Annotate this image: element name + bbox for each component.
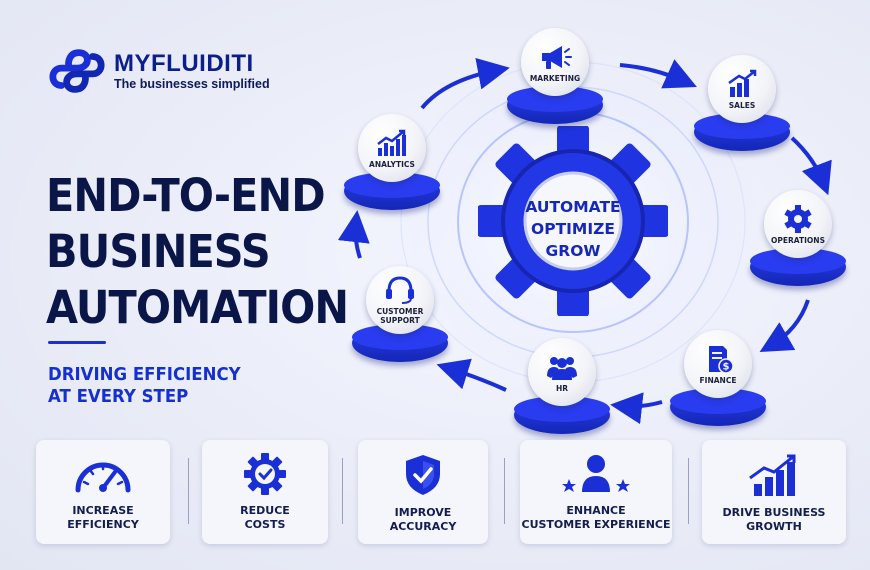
gear-icon xyxy=(477,125,669,317)
gear-check-icon xyxy=(244,453,286,495)
benefit-label-line: CUSTOMER EXPERIENCE xyxy=(521,518,671,531)
node-label-line: CUSTOMER xyxy=(376,307,424,316)
benefit-label: IMPROVE ACCURACY xyxy=(390,506,457,534)
node-label: SALES xyxy=(728,100,756,110)
node-label: OPERATIONS xyxy=(771,235,825,245)
cycle-node-analytics: ANALYTICS xyxy=(342,114,442,214)
benefit-label-line: COSTS xyxy=(244,518,286,531)
benefit-card-costs: REDUCE COSTS xyxy=(202,440,328,544)
cycle-node-operations: OPERATIONS xyxy=(748,190,848,290)
infinity-logo-icon xyxy=(49,49,105,93)
node-label-line: SUPPORT xyxy=(380,316,420,325)
user-stars-icon xyxy=(562,455,630,492)
node-label: MARKETING xyxy=(529,73,581,83)
subtitle: DRIVING EFFICIENCY AT EVERY STEP xyxy=(48,364,257,408)
cycle-node-finance: $ FINANCE xyxy=(668,330,768,430)
cycle-node-customer-support: CUSTOMER SUPPORT xyxy=(350,266,450,366)
title-line: AUTOMATION xyxy=(46,281,349,334)
bar-chart-icon xyxy=(728,69,757,97)
node-label: FINANCE xyxy=(699,375,737,385)
svg-text:$: $ xyxy=(723,361,730,372)
benefit-label-line: EFFICIENCY xyxy=(67,518,139,531)
title-line: END-TO-END xyxy=(46,169,326,222)
analytics-chart-icon xyxy=(377,129,406,156)
benefit-label: INCREASE EFFICIENCY xyxy=(67,504,139,532)
divider xyxy=(342,458,343,524)
benefit-label: REDUCE COSTS xyxy=(240,504,290,532)
hub-line: GROW xyxy=(545,242,601,260)
node-label: CUSTOMER SUPPORT xyxy=(377,307,424,325)
benefit-card-growth: DRIVE BUSINESS GROWTH xyxy=(702,440,846,544)
hub-label: AUTOMATE OPTIMIZE GROW xyxy=(478,196,668,262)
cycle-node-hr: HR xyxy=(512,338,612,438)
brand-tagline: The businesses simplified xyxy=(114,77,270,91)
hub-line: OPTIMIZE xyxy=(531,220,615,238)
benefit-label-line: ACCURACY xyxy=(389,520,457,533)
benefit-card-customer-experience: ENHANCE CUSTOMER EXPERIENCE xyxy=(520,440,672,544)
benefit-label: ENHANCE CUSTOMER EXPERIENCE xyxy=(522,504,671,532)
brand-name: MYFLUIDITI xyxy=(114,50,254,77)
subtitle-line: AT EVERY STEP xyxy=(48,386,189,407)
node-label: HR xyxy=(555,383,569,393)
subtitle-line: DRIVING EFFICIENCY xyxy=(48,364,241,385)
shield-check-icon xyxy=(406,455,440,495)
automation-cycle-diagram: AUTOMATE OPTIMIZE GROW MARKETING xyxy=(330,0,870,434)
megaphone-icon xyxy=(542,45,572,69)
invoice-dollar-icon: $ xyxy=(709,345,734,374)
benefit-label-line: IMPROVE xyxy=(394,506,452,519)
cycle-node-sales: SALES xyxy=(692,55,792,155)
growth-chart-icon xyxy=(749,454,796,496)
benefit-card-accuracy: IMPROVE ACCURACY xyxy=(358,440,488,544)
brand-logo: MYFLUIDITI The businesses simplified xyxy=(48,46,270,96)
people-icon xyxy=(547,356,577,380)
benefit-label-line: REDUCE xyxy=(240,504,290,517)
speedometer-icon xyxy=(75,462,131,493)
node-label: ANALYTICS xyxy=(369,159,415,169)
benefit-label-line: ENHANCE xyxy=(566,504,626,517)
divider xyxy=(688,458,689,524)
headset-icon xyxy=(386,276,414,304)
title-divider xyxy=(48,341,106,344)
cycle-node-marketing: MARKETING xyxy=(505,28,605,128)
benefits-row: INCREASE EFFICIENCY REDUCE COSTS xyxy=(36,440,846,546)
benefit-label: DRIVE BUSINESS GROWTH xyxy=(723,506,826,534)
page-title: END-TO-END BUSINESS AUTOMATION xyxy=(46,168,349,336)
hub-line: AUTOMATE xyxy=(525,198,621,216)
central-gear: AUTOMATE OPTIMIZE GROW xyxy=(477,125,669,317)
title-line: BUSINESS xyxy=(46,225,271,278)
benefit-label-line: DRIVE BUSINESS xyxy=(722,506,826,519)
benefit-label-line: GROWTH xyxy=(746,520,802,533)
gear-icon xyxy=(784,204,812,233)
divider xyxy=(188,458,189,524)
divider xyxy=(504,458,505,524)
benefit-card-efficiency: INCREASE EFFICIENCY xyxy=(36,440,170,544)
benefit-label-line: INCREASE xyxy=(72,504,134,517)
